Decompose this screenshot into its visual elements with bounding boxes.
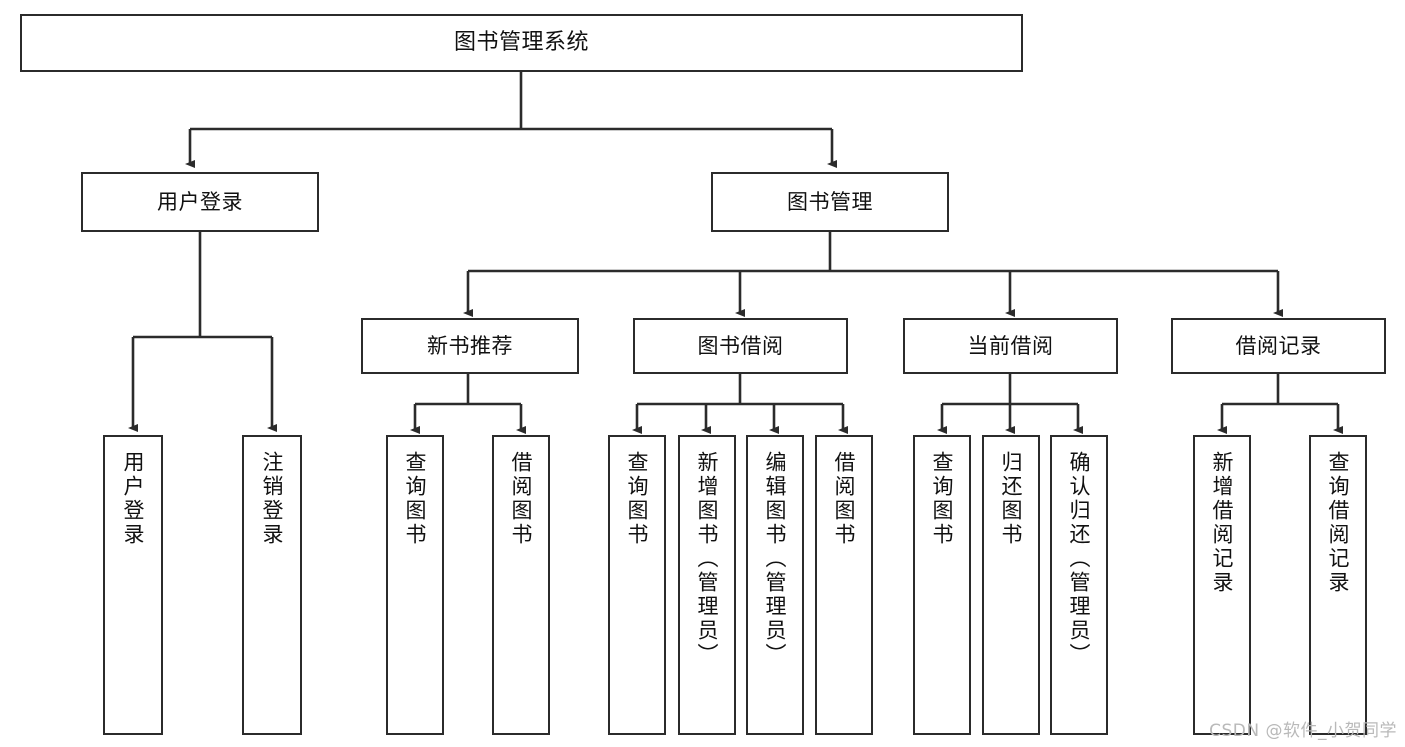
leaf-newbook-borrow-books[interactable]: 借阅图书 <box>492 435 550 735</box>
node-label: 图书管理系统 <box>453 29 589 55</box>
node-label: 当前借阅 <box>967 333 1054 358</box>
leaf-current-confirm-return-admin[interactable]: 确认归还（管理员） <box>1050 435 1108 735</box>
leaf-borrow-query-books[interactable]: 查询图书 <box>608 435 666 735</box>
node-label: 用户登录 <box>121 451 146 547</box>
node-label: 借阅记录 <box>1235 333 1322 358</box>
watermark: CSDN @软件_小贺同学 <box>1209 721 1397 741</box>
node-label: 查询借阅记录 <box>1326 451 1351 595</box>
leaf-logout[interactable]: 注销登录 <box>242 435 302 735</box>
node-label: 查询图书 <box>403 451 428 547</box>
node-label: 借阅图书 <box>832 451 857 547</box>
leaf-user-login[interactable]: 用户登录 <box>103 435 163 735</box>
node-label: 查询图书 <box>625 451 650 547</box>
leaf-borrow-add-book-admin[interactable]: 新增图书（管理员） <box>678 435 736 735</box>
node-label: 归还图书 <box>999 451 1024 547</box>
node-label: 查询图书 <box>930 451 955 547</box>
node-label: 注销登录 <box>260 451 285 547</box>
leaf-current-return-books[interactable]: 归还图书 <box>982 435 1040 735</box>
node-label: 借阅图书 <box>509 451 534 547</box>
node-label: 图书管理 <box>787 189 873 214</box>
node-user-login[interactable]: 用户登录 <box>81 172 319 232</box>
node-root-system[interactable]: 图书管理系统 <box>20 14 1023 72</box>
node-label: 新书推荐 <box>427 333 513 358</box>
leaf-newbook-query-books[interactable]: 查询图书 <box>386 435 444 735</box>
node-book-borrow[interactable]: 图书借阅 <box>633 318 848 374</box>
node-label: 图书借阅 <box>697 333 784 358</box>
node-book-management[interactable]: 图书管理 <box>711 172 949 232</box>
node-label: 用户登录 <box>157 189 243 214</box>
leaf-borrow-borrow-books[interactable]: 借阅图书 <box>815 435 873 735</box>
leaf-record-query-record[interactable]: 查询借阅记录 <box>1309 435 1367 735</box>
node-label: 新增借阅记录 <box>1210 451 1235 595</box>
node-label: 确认归还（管理员） <box>1067 451 1092 667</box>
node-current-borrow[interactable]: 当前借阅 <box>903 318 1118 374</box>
node-new-book-recommend[interactable]: 新书推荐 <box>361 318 579 374</box>
node-label: 编辑图书（管理员） <box>763 451 788 667</box>
leaf-current-query-books[interactable]: 查询图书 <box>913 435 971 735</box>
node-borrow-record[interactable]: 借阅记录 <box>1171 318 1386 374</box>
leaf-record-add-record[interactable]: 新增借阅记录 <box>1193 435 1251 735</box>
node-label: 新增图书（管理员） <box>695 451 720 667</box>
leaf-borrow-edit-book-admin[interactable]: 编辑图书（管理员） <box>746 435 804 735</box>
